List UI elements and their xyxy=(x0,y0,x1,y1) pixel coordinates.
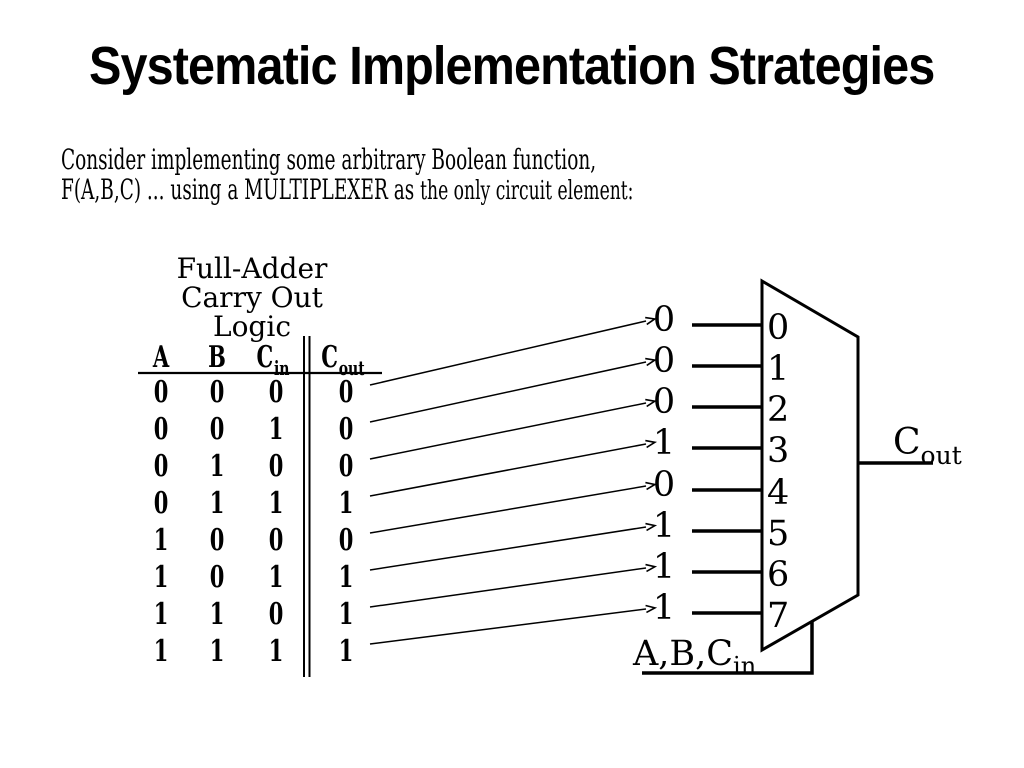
connection-arrow-4 xyxy=(369,486,646,534)
connection-arrow-0 xyxy=(369,321,646,386)
intro-line-2: F(A,B,C) ... using a MULTIPLEXER as the … xyxy=(61,173,634,207)
mux-port-0: 0 xyxy=(767,308,790,348)
intro-line-2-tail: the only circuit element: xyxy=(420,176,634,206)
connection-arrow-2 xyxy=(369,403,646,460)
mux-select-label: A,B,Cin xyxy=(633,634,757,680)
connection-arrow-7 xyxy=(369,609,646,645)
connection-arrow-1 xyxy=(369,362,646,423)
connection-arrows xyxy=(369,321,646,645)
header-b: B xyxy=(208,340,226,375)
caption-line-2: Carry Out Logic xyxy=(181,281,323,343)
truth-table-header: A B Cin Cout xyxy=(133,340,393,381)
mux-port-2: 2 xyxy=(767,390,790,430)
mux-port-4: 4 xyxy=(767,473,790,513)
mux-select-wire xyxy=(642,621,814,675)
intro-line-2-main: F(A,B,C) ... using a MULTIPLEXER as xyxy=(61,173,421,206)
mux-input-value-4: 0 xyxy=(652,465,676,505)
mux-body xyxy=(760,278,860,653)
connection-arrow-6 xyxy=(369,568,646,608)
mux-input-value-2: 0 xyxy=(652,382,676,422)
caption-line-1: Full-Adder xyxy=(176,252,328,285)
mux-port-3: 3 xyxy=(767,431,790,471)
slide-title: Systematic Implementation Strategies xyxy=(89,36,935,96)
mux-port-5: 5 xyxy=(767,514,790,554)
mux-port-6: 6 xyxy=(767,555,790,595)
mux-input-value-6: 1 xyxy=(652,547,676,587)
mux-port-7: 7 xyxy=(767,596,790,636)
title-wrap: Systematic Implementation Strategies xyxy=(0,37,1024,95)
mux-input-value-5: 1 xyxy=(652,506,676,546)
header-cin: Cin xyxy=(256,340,290,381)
mux-output-label: Cout xyxy=(893,422,962,470)
connection-arrow-3 xyxy=(369,444,646,497)
header-cout: Cout xyxy=(321,340,365,381)
intro-line-1: Consider implementing some arbitrary Boo… xyxy=(61,143,597,176)
mux-input-value-7: 1 xyxy=(652,588,676,628)
intro-paragraph: Consider implementing some arbitrary Boo… xyxy=(61,143,634,207)
mux-input-value-0: 0 xyxy=(652,300,676,340)
mux-input-value-3: 1 xyxy=(652,423,676,463)
truth-table-caption: Full-Adder Carry Out Logic xyxy=(138,254,366,341)
mux-input-value-1: 0 xyxy=(652,341,676,381)
mux-input-stubs xyxy=(692,323,763,615)
mux-port-1: 1 xyxy=(767,349,790,389)
connection-arrow-5 xyxy=(369,527,646,571)
header-a: A xyxy=(152,340,170,375)
